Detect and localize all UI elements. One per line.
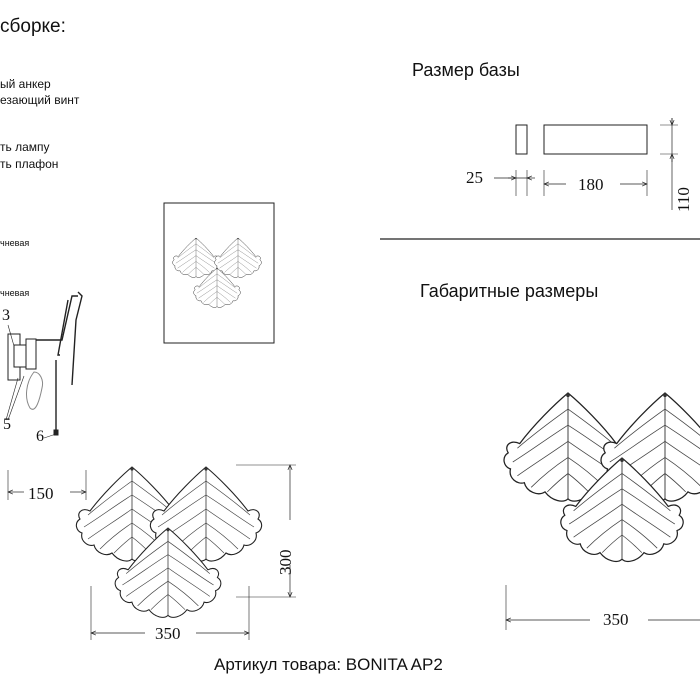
- note-line-a: чневая: [0, 238, 30, 248]
- part-label-6: 6: [36, 428, 44, 445]
- overall-width-label: 350: [603, 610, 629, 629]
- step2-line-b: ть плафон: [0, 157, 59, 171]
- base-size-drawing: [494, 118, 678, 210]
- front-width-label: 350: [155, 624, 181, 643]
- base-thickness-label: 25: [466, 168, 483, 187]
- part-label-5: 5: [3, 416, 11, 433]
- front-view-drawing: [75, 465, 296, 640]
- step2-line-a: ть лампу: [0, 140, 50, 154]
- step1-line-b: езающий винт: [0, 93, 80, 107]
- part-label-3: 3: [2, 307, 10, 324]
- overall-view-drawing: [503, 392, 700, 630]
- assembly-title: сборке:: [0, 16, 66, 37]
- side-depth-label: 150: [28, 484, 54, 503]
- base-size-title: Размер базы: [412, 60, 520, 80]
- article-label: Артикул товара: BONITA AP2: [214, 655, 443, 674]
- step1-line-a: ый анкер: [0, 77, 51, 91]
- note-line-b: чневая: [0, 288, 30, 298]
- base-width-label: 180: [578, 175, 604, 194]
- overall-size-title: Габаритные размеры: [420, 281, 599, 301]
- preview-frame: [163, 202, 275, 344]
- side-view-drawing: [5, 291, 86, 500]
